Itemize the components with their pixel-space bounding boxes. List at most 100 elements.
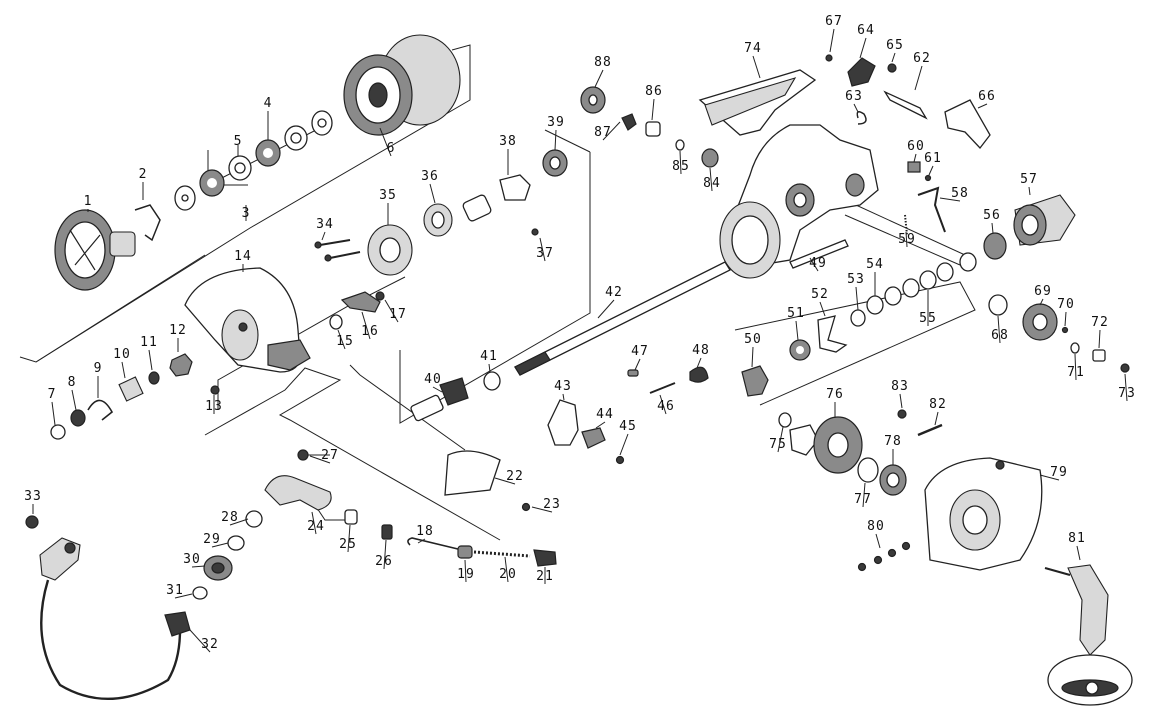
part-label-14: 14 [234,249,252,264]
line-roller-cover-part [444,450,501,496]
part-label-56: 56 [983,208,1001,223]
washer-71-part [1070,342,1080,354]
leader-line-23 [531,506,553,513]
leader-line-59 [905,231,908,248]
leader-line-10 [121,361,126,379]
leader-line-63 [853,103,859,113]
bail-support-part [264,475,332,511]
part-label-36: 36 [421,169,439,184]
clutch-sleeve-part [462,194,492,222]
body-cover-part [924,457,1043,571]
part-label-37: 37 [536,246,554,261]
leader-line-72 [1098,329,1101,349]
part-label-11: 11 [140,335,158,350]
part-label-76: 76 [826,387,844,402]
part-label-53: 53 [847,272,865,287]
leader-line-82 [934,411,939,426]
leader-line-53 [855,286,859,311]
leader-line-31 [174,593,193,599]
part-label-44: 44 [596,407,614,422]
leader-line-58 [939,197,961,202]
leader-line-83 [899,393,903,409]
leader-line-67 [829,28,835,53]
part-label-81: 81 [1068,531,1086,546]
part-label-86: 86 [645,84,663,99]
part-label-72: 72 [1091,315,1109,330]
part-label-49: 49 [809,256,827,271]
leader-line-37 [539,237,546,262]
leader-line-46 [659,394,667,415]
spring-clip-part [134,204,161,242]
part-label-19: 19 [457,567,475,582]
clicker-82-part [917,423,943,437]
part-label-28: 28 [221,510,239,525]
leader-line-87 [602,121,621,141]
leader-line-88 [594,69,604,88]
spool-part [343,34,461,136]
handle-part [1044,564,1133,706]
part-label-87: 87 [594,125,612,140]
part-label-1: 1 [84,194,93,209]
part-label-79: 79 [1050,465,1068,480]
part-label-25: 25 [339,537,357,552]
leader-line-42 [597,299,615,319]
leader-line-66 [977,103,988,109]
part-label-59: 59 [898,232,916,247]
leader-line-19 [464,559,467,583]
part-label-34: 34 [316,217,334,232]
part-label-32: 32 [201,637,219,652]
part-label-30: 30 [183,552,201,567]
part-label-21: 21 [536,569,554,584]
screw-23-part [521,502,531,512]
part-label-41: 41 [480,349,498,364]
part-label-65: 65 [886,38,904,53]
part-label-26: 26 [375,554,393,569]
screw-73-part [1120,363,1130,373]
part-label-64: 64 [857,23,875,38]
part-label-35: 35 [379,188,397,203]
collar-25-part [344,509,358,525]
parts-46-48 [627,366,709,394]
leader-line-48 [696,357,702,369]
pin-70-part [1061,326,1069,334]
leader-line-64 [859,37,867,59]
leader-lines [32,28,1128,653]
part-label-22: 22 [506,469,524,484]
part-label-9: 9 [94,361,103,376]
part-label-48: 48 [692,343,710,358]
leader-line-29 [211,542,229,548]
leader-line-32 [189,629,211,653]
drag-washers [174,110,333,211]
part-label-31: 31 [166,583,184,598]
part-label-4: 4 [264,96,273,111]
part-label-38: 38 [499,134,517,149]
leader-line-80 [875,533,881,549]
leader-line-8 [71,389,77,411]
part-label-45: 45 [619,419,637,434]
rotor-nut-stack [50,353,220,440]
leader-line-84 [709,167,713,192]
part-label-68: 68 [991,328,1009,343]
part-label-39: 39 [547,115,565,130]
leader-line-73 [1124,373,1128,402]
part-label-16: 16 [361,324,379,339]
spool-cap-part [54,209,136,291]
leader-line-22 [494,477,516,485]
washer-75-part [778,412,792,428]
part-label-84: 84 [703,176,721,191]
part-label-51: 51 [787,306,805,321]
leader-line-41 [488,363,491,373]
leader-line-60 [913,153,917,163]
pinion-gear-part [410,377,469,422]
part-label-29: 29 [203,532,221,547]
part-label-80: 80 [867,519,885,534]
part-label-66: 66 [978,89,996,104]
leader-line-34 [321,231,326,241]
part-label-2: 2 [139,167,148,182]
part-label-8: 8 [68,375,77,390]
leader-line-61 [928,165,934,176]
parts-58-61 [904,161,946,236]
leader-line-28 [229,518,249,526]
part-label-57: 57 [1020,172,1038,187]
